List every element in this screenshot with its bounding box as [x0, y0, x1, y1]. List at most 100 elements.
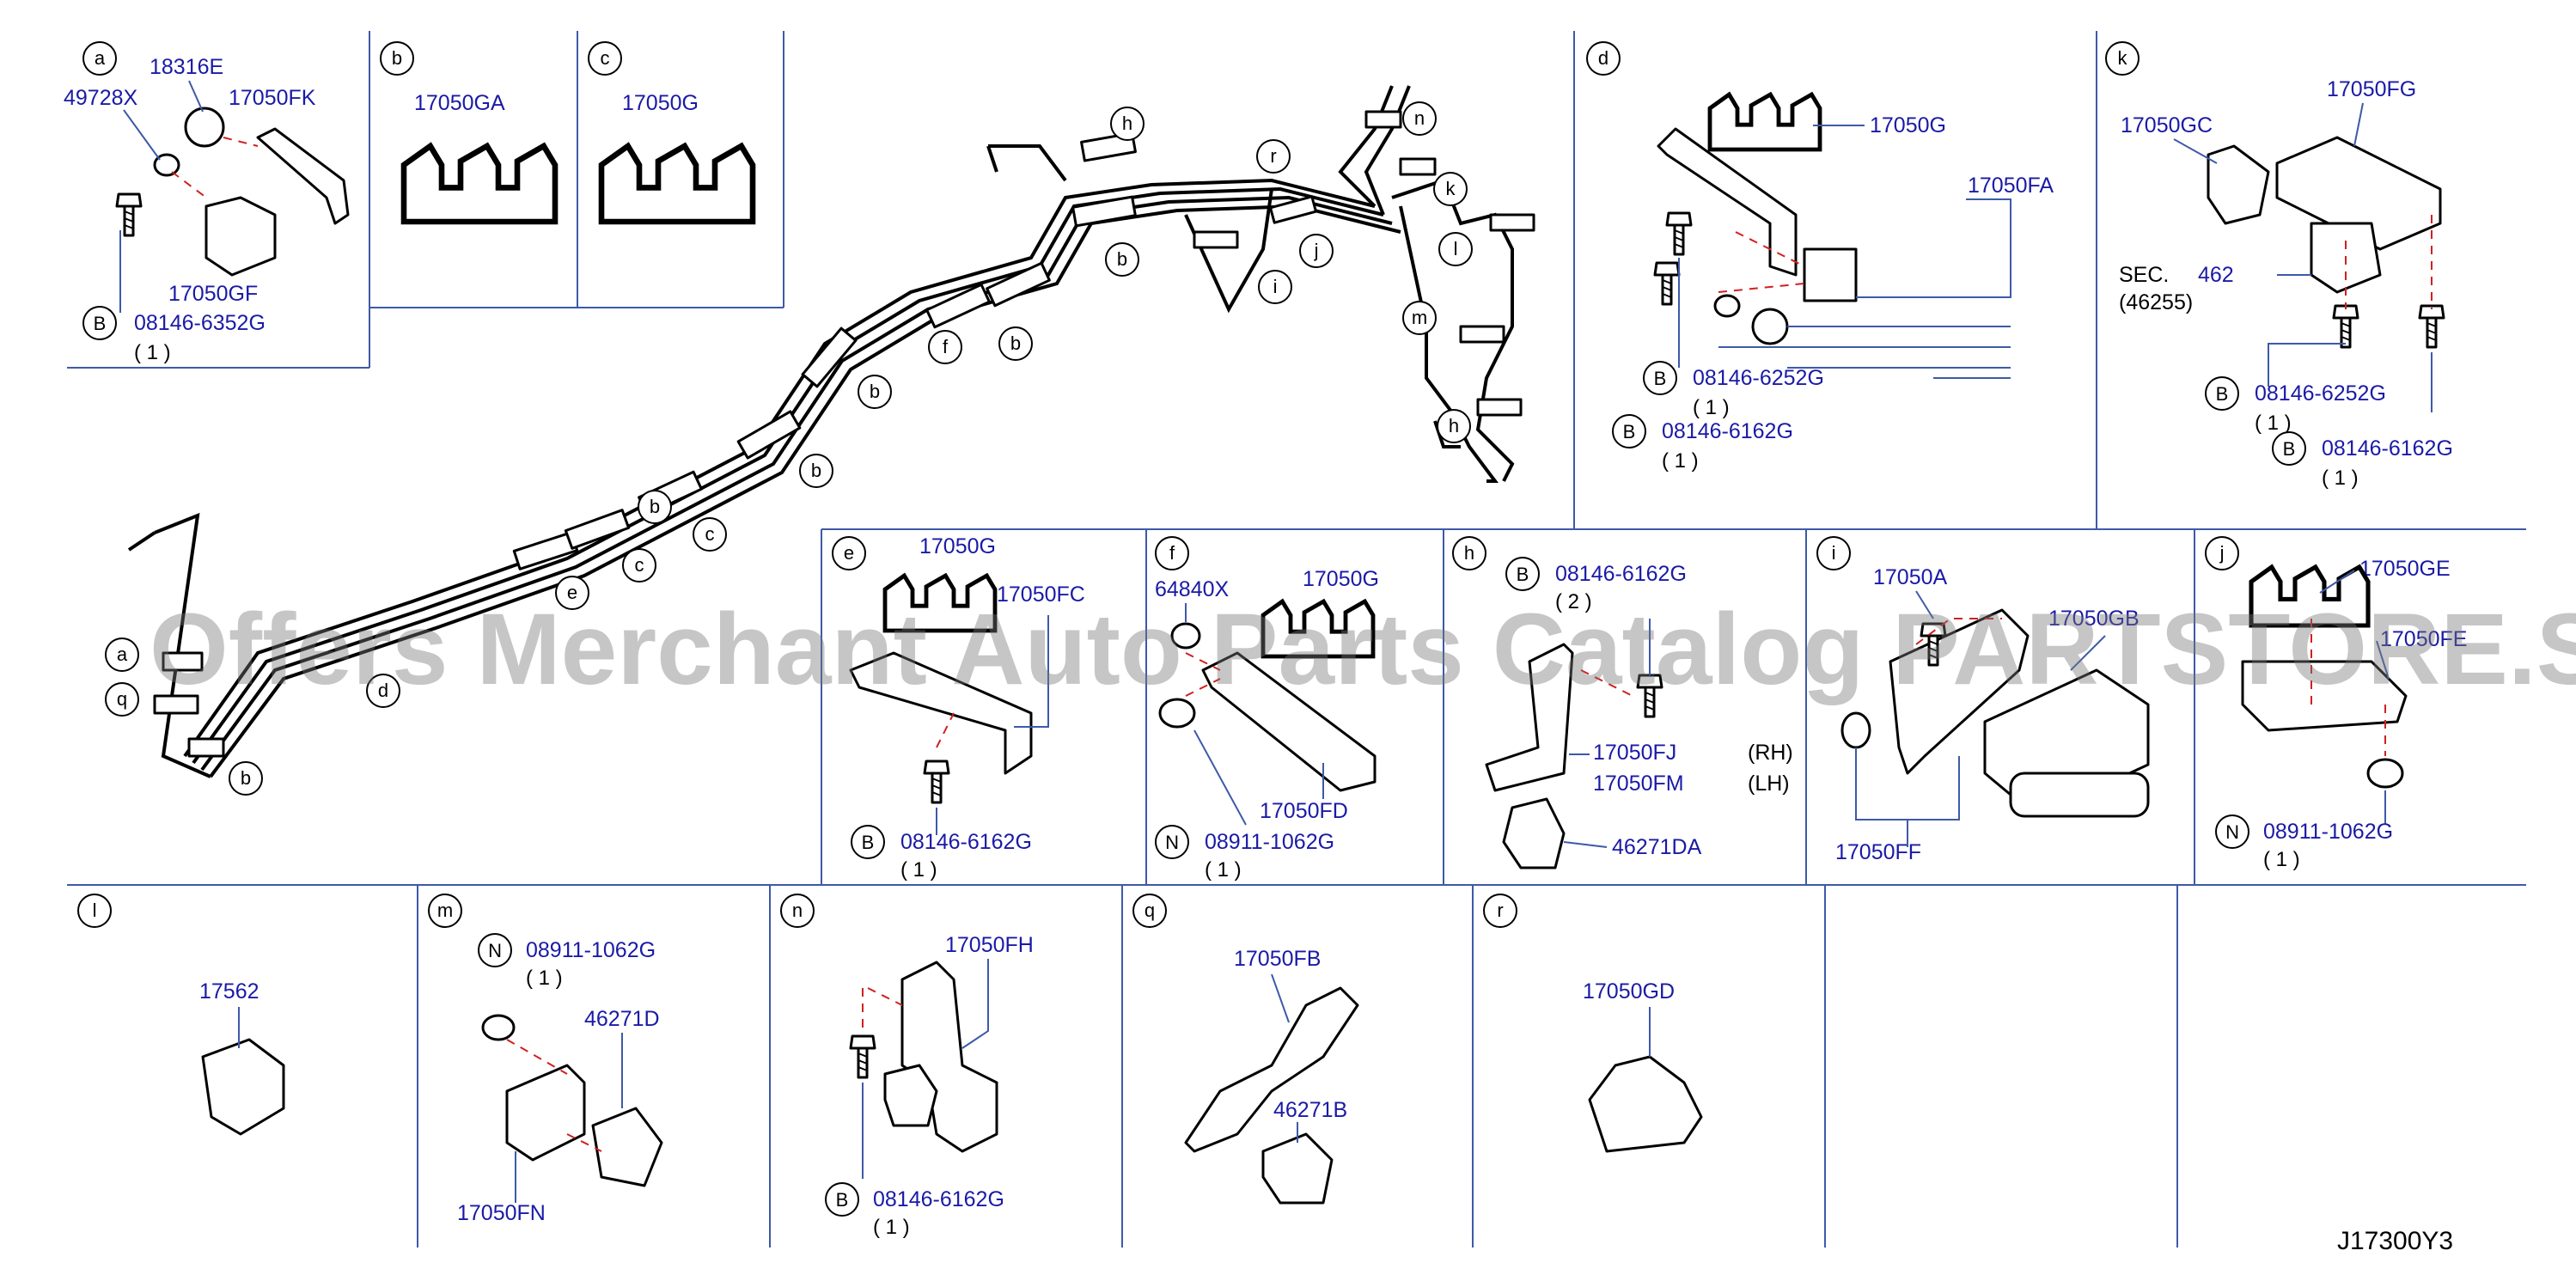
callout-a: a: [117, 644, 128, 665]
panel-letter-c: c: [601, 47, 610, 69]
part-17050FF[interactable]: 17050FF: [1835, 840, 1921, 864]
bolt-code-d2[interactable]: 08146-6162G: [1662, 419, 1793, 443]
callout-q: q: [117, 688, 127, 710]
bolt-qty-m: ( 1 ): [526, 967, 563, 990]
sec-label: SEC.: [2119, 263, 2169, 287]
part-17050FN[interactable]: 17050FN: [457, 1201, 546, 1225]
panel-l: l 17562: [77, 894, 285, 1136]
bracket-icon: [2275, 136, 2442, 251]
part-17050FM[interactable]: 17050FM: [1593, 772, 1684, 796]
side-lh: (LH): [1748, 772, 1790, 796]
part-17050G[interactable]: 17050G: [919, 534, 996, 558]
bolt-code-k2[interactable]: 08146-6162G: [2322, 436, 2453, 461]
bolt-code-m[interactable]: 08911-1062G: [526, 938, 656, 962]
part-46271B[interactable]: 46271B: [1273, 1098, 1347, 1122]
panel-n: n 17050FH B 08146-6162G ( 1 ): [780, 894, 1034, 1239]
callout-b: b: [650, 496, 660, 517]
callout-r: r: [1270, 145, 1276, 167]
bracket-icon: [1201, 651, 1377, 792]
bolt-code-d1[interactable]: 08146-6252G: [1693, 366, 1824, 390]
bolt-code-j[interactable]: 08911-1062G: [2263, 820, 2393, 844]
panel-letter-l: l: [93, 900, 97, 921]
callout-i: i: [1273, 276, 1278, 297]
part-17050G[interactable]: 17050G: [622, 91, 699, 115]
part-17050GE[interactable]: 17050GE: [2359, 557, 2451, 581]
bolt-qty-a: ( 1 ): [134, 341, 171, 364]
part-17050G[interactable]: 17050G: [1303, 567, 1379, 591]
panel-grid: [67, 31, 2526, 1248]
part-17050FH[interactable]: 17050FH: [945, 933, 1034, 957]
panel-letter-h: h: [1464, 542, 1474, 564]
part-18316E[interactable]: 18316E: [150, 55, 223, 79]
bolt-qty-k2: ( 1 ): [2322, 467, 2359, 490]
grommet-icon: [1170, 622, 1201, 650]
diagram-reference-id: J17300Y3: [2337, 1227, 2453, 1255]
collar-icon: [153, 153, 180, 177]
panel-letter-b: b: [392, 47, 402, 69]
clip-icon: [1710, 95, 1820, 149]
callout-b: b: [811, 460, 821, 481]
callout-c: c: [705, 523, 715, 545]
callout-j: j: [1314, 240, 1319, 261]
part-17050GB[interactable]: 17050GB: [2048, 607, 2140, 631]
clip-icon: [1502, 797, 1566, 869]
part-17050G[interactable]: 17050G: [1870, 113, 1946, 137]
part-17050FK[interactable]: 17050FK: [229, 86, 316, 110]
side-rh: (RH): [1748, 741, 1793, 765]
bolt-prefix-n: B: [836, 1189, 849, 1211]
panel-letter-r: r: [1497, 900, 1503, 921]
clamp-icon: [1803, 247, 1858, 302]
panel-letter-e: e: [844, 542, 854, 564]
part-17050FG[interactable]: 17050FG: [2327, 77, 2416, 101]
grommet-icon: [1840, 711, 1871, 749]
callout-m: m: [1412, 307, 1427, 328]
bolt-code-n[interactable]: 08146-6162G: [873, 1187, 1004, 1211]
clip-icon: [404, 146, 555, 222]
part-17050GC[interactable]: 17050GC: [2121, 113, 2213, 137]
part-64840X[interactable]: 64840X: [1155, 577, 1230, 601]
bolt-prefix-e: B: [862, 832, 875, 853]
part-17562[interactable]: 17562: [199, 979, 259, 1004]
panel-e: e 17050G 17050FC B 08146-6162G ( 1 ): [832, 534, 1085, 882]
part-46271D[interactable]: 46271D: [584, 1007, 660, 1031]
part-17050GF[interactable]: 17050GF: [168, 282, 258, 306]
panel-letter-q: q: [1145, 900, 1155, 921]
part-17050A[interactable]: 17050A: [1873, 565, 1948, 589]
panel-q: q 17050FB 46271B: [1132, 894, 1359, 1205]
part-17050FC[interactable]: 17050FC: [997, 583, 1085, 607]
part-46271DA[interactable]: 46271DA: [1612, 835, 1702, 859]
part-17050FE[interactable]: 17050FE: [2380, 627, 2467, 651]
bracket-icon: [1485, 643, 1574, 792]
sec-number[interactable]: 462: [2198, 263, 2234, 287]
bracket-icon: [1184, 986, 1359, 1153]
bolt-code-e[interactable]: 08146-6162G: [900, 830, 1032, 854]
watermark: Offers Merchant Auto Parts Catalog PARTS…: [150, 593, 2576, 706]
panel-k: k 17050GC 17050FG SEC. 462 (46255) B 081…: [2105, 41, 2453, 490]
part-17050FD[interactable]: 17050FD: [1260, 799, 1348, 823]
grommet-icon: [184, 107, 225, 148]
bolt-code-a[interactable]: 08146-6352G: [134, 311, 266, 335]
bolt-prefix-m: N: [488, 940, 502, 961]
part-17050GD[interactable]: 17050GD: [1583, 979, 1675, 1004]
part-17050FJ[interactable]: 17050FJ: [1593, 741, 1676, 765]
panel-m: m N 08911-1062G ( 1 ) 46271D 17050FN: [428, 894, 663, 1225]
callout-b: b: [870, 381, 880, 402]
panel-letter-m: m: [437, 900, 453, 921]
brake-pipe-assembly: [127, 85, 1515, 778]
bracket-icon: [849, 651, 1033, 775]
bracket-icon: [505, 1064, 586, 1162]
part-17050FA[interactable]: 17050FA: [1968, 174, 2054, 198]
bolt-qty-e: ( 1 ): [900, 858, 937, 882]
bolt-prefix-j: N: [2225, 821, 2239, 843]
bolt-icon: [2418, 304, 2445, 349]
bracket-icon: [1889, 608, 2030, 775]
bolt-code-h[interactable]: 08146-6162G: [1555, 562, 1687, 586]
bolt-code-f[interactable]: 08911-1062G: [1205, 830, 1334, 854]
callout-l: l: [1454, 238, 1458, 259]
panel-r: r 17050GD: [1483, 894, 1703, 1153]
panel-j: j 17050GE 17050FE N 08911-1062G ( 1 ): [2205, 536, 2467, 871]
bolt-code-k1[interactable]: 08146-6252G: [2255, 381, 2386, 406]
part-17050FB[interactable]: 17050FB: [1234, 947, 1321, 971]
part-49728X[interactable]: 49728X: [64, 86, 138, 110]
part-17050GA[interactable]: 17050GA: [414, 91, 505, 115]
